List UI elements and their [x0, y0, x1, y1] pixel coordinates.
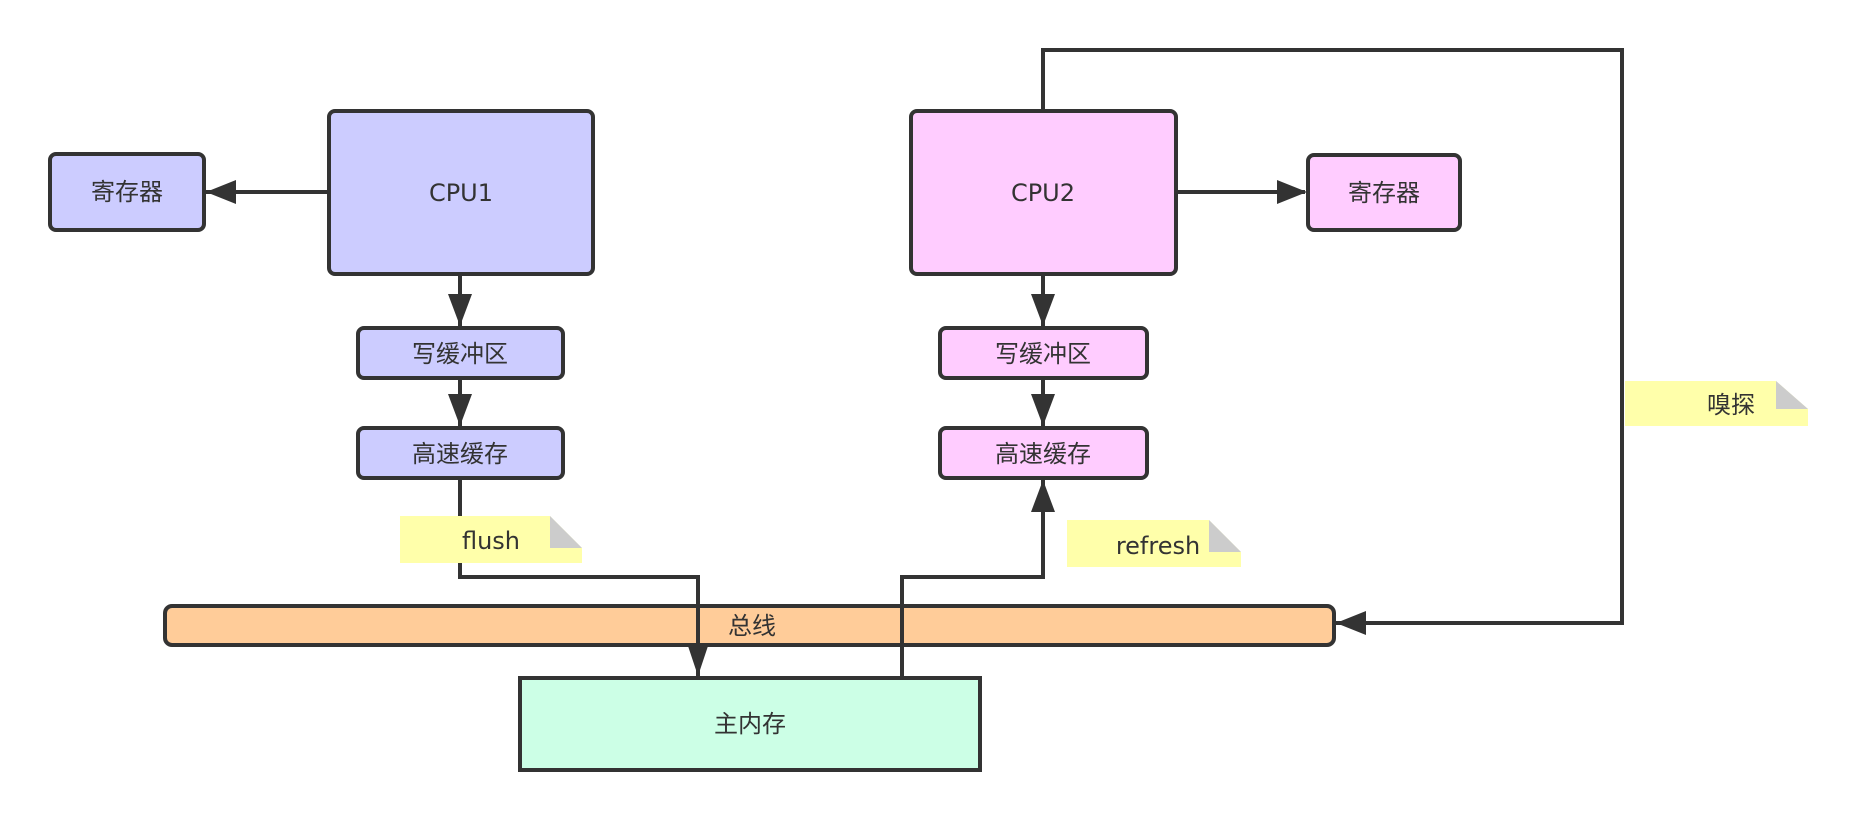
write-buffer-cpu2[interactable]: 写缓冲区 — [938, 326, 1149, 380]
cpu1-node[interactable]: CPU1 — [327, 109, 595, 276]
arrowhead-flush — [688, 646, 708, 676]
cache-cpu1[interactable]: 高速缓存 — [356, 426, 565, 480]
arrowhead-cpu2-register — [1277, 180, 1307, 204]
cache-cpu2-label: 高速缓存 — [995, 440, 1091, 468]
note-flush-fold-icon — [550, 516, 582, 548]
register-cpu1[interactable]: 寄存器 — [48, 152, 206, 232]
cpu2-node[interactable]: CPU2 — [909, 109, 1178, 276]
register-cpu1-label: 寄存器 — [91, 178, 163, 206]
note-sniff[interactable]: 嗅探 — [1625, 381, 1808, 426]
arrowhead-cpu2-cache — [1031, 394, 1055, 426]
note-refresh[interactable]: refresh — [1067, 520, 1241, 567]
edge-sniff-cpu2-to-bus[interactable] — [1041, 48, 1624, 625]
cpu2-box — [909, 109, 1178, 276]
cache-cpu2[interactable]: 高速缓存 — [938, 426, 1149, 480]
write-buffer-cpu1[interactable]: 写缓冲区 — [356, 326, 565, 380]
write-buffer-cpu1-box — [356, 326, 565, 380]
arrowhead-cpu1-register — [206, 180, 236, 204]
main-memory-label: 主内存 — [714, 710, 786, 738]
write-buffer-cpu2-box — [938, 326, 1149, 380]
note-sniff-body — [1625, 381, 1808, 426]
note-sniff-label: 嗅探 — [1707, 391, 1755, 419]
register-cpu2-box — [1306, 153, 1462, 232]
cache-cpu1-box — [356, 426, 565, 480]
cpu1-box — [327, 109, 595, 276]
note-flush-body — [400, 516, 582, 563]
write-buffer-cpu2-label: 写缓冲区 — [995, 340, 1091, 368]
arrowhead-cpu1-cache — [448, 394, 472, 426]
arrowhead-refresh — [1031, 480, 1055, 512]
bus-label: 总线 — [728, 612, 776, 640]
register-cpu1-box — [48, 152, 206, 232]
note-flush[interactable]: flush — [400, 516, 582, 563]
cpu2-label: CPU2 — [1011, 179, 1075, 207]
note-refresh-label: refresh — [1116, 532, 1200, 560]
main-memory-node[interactable]: 主内存 — [518, 676, 982, 772]
note-refresh-fold-icon — [1209, 520, 1241, 552]
note-refresh-body — [1067, 520, 1241, 567]
arrowhead-sniff — [1336, 611, 1366, 635]
cache-cpu1-label: 高速缓存 — [412, 440, 508, 468]
register-cpu2-label: 寄存器 — [1348, 179, 1420, 207]
arrowhead-cpu1-write-buffer — [448, 294, 472, 326]
note-flush-label: flush — [462, 527, 520, 555]
note-sniff-fold-icon — [1776, 381, 1808, 409]
cpu1-label: CPU1 — [429, 179, 493, 207]
write-buffer-cpu1-label: 写缓冲区 — [412, 340, 508, 368]
bus-box — [163, 604, 1336, 647]
bus-node[interactable]: 总线 — [163, 604, 1336, 647]
arrowhead-cpu2-write-buffer — [1031, 294, 1055, 326]
main-memory-box — [518, 676, 982, 772]
cache-cpu2-box — [938, 426, 1149, 480]
register-cpu2[interactable]: 寄存器 — [1306, 153, 1462, 232]
